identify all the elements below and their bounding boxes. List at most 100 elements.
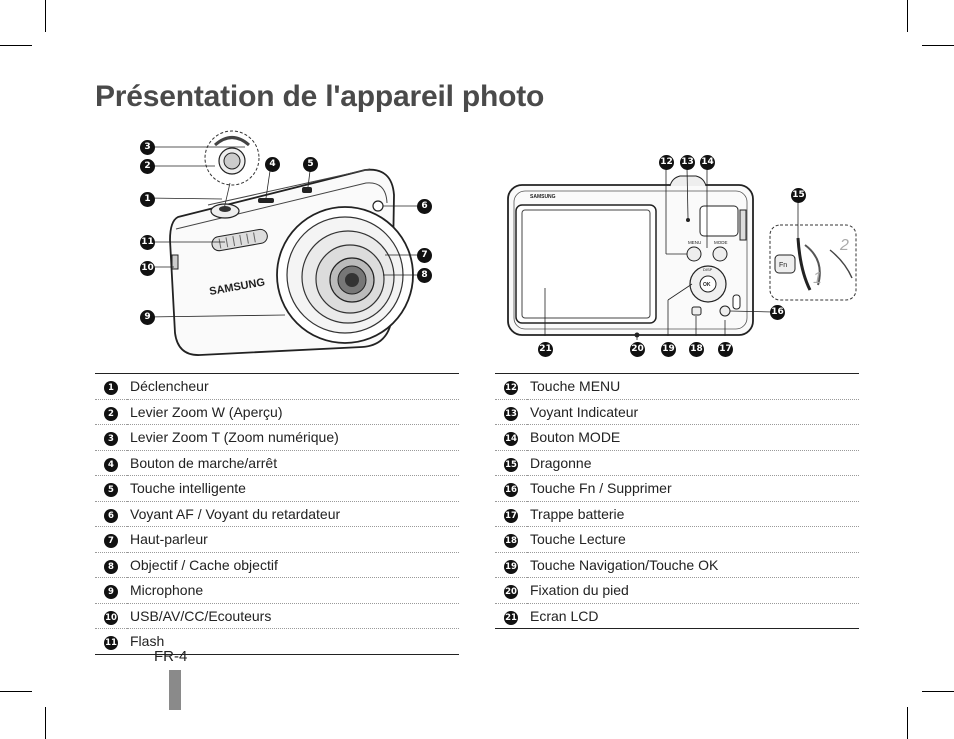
legend-label: Touche Lecture	[527, 526, 859, 553]
legend-label: Objectif / Cache objectif	[127, 552, 459, 578]
legend-back-body: 12 Touche MENU 13 Voyant Indicateur 14 Bout…	[495, 373, 859, 629]
fn-label: Fn	[779, 262, 787, 269]
legend-number: 4	[104, 457, 118, 472]
callout-21: 21	[538, 342, 553, 357]
table-row: 3 Levier Zoom T (Zoom numérique)	[95, 424, 459, 451]
disp-label: DISP	[703, 267, 713, 272]
callout-15: 15	[791, 188, 806, 203]
legend-label: Touche intelligente	[127, 475, 459, 502]
legend-label: Haut-parleur	[127, 526, 459, 553]
table-row: 21 Ecran LCD	[495, 603, 859, 629]
legend-number: 7	[104, 534, 118, 549]
legend-label: Voyant AF / Voyant du retardateur	[127, 501, 459, 527]
callout-20: 20	[630, 342, 645, 357]
legend-label: Touche Navigation/Touche OK	[527, 552, 859, 578]
crop-mark	[0, 691, 32, 692]
legend-number: 8	[104, 559, 118, 574]
legend-number: 15	[504, 457, 518, 472]
callout-10: 10	[140, 261, 155, 276]
callout-16: 16	[770, 305, 785, 320]
legend-label: Touche MENU	[527, 373, 859, 400]
crop-mark	[922, 691, 954, 692]
callout-1: 1	[140, 192, 155, 207]
legend-number: 14	[504, 432, 518, 447]
callout-12: 12	[659, 155, 674, 170]
legend-label: Flash	[127, 628, 459, 655]
table-row: 1 Déclencheur	[95, 373, 459, 400]
legend-label: Voyant Indicateur	[527, 399, 859, 425]
legend-label: Levier Zoom W (Aperçu)	[127, 399, 459, 425]
legend-number: 6	[104, 508, 118, 523]
legend-number: 18	[504, 534, 518, 549]
crop-mark	[45, 707, 46, 739]
legend-label: Ecran LCD	[527, 603, 859, 629]
legend-label: Dragonne	[527, 450, 859, 476]
legend-number: 12	[504, 381, 518, 396]
callout-8: 8	[417, 268, 432, 283]
strap-step-2: 2	[839, 237, 849, 254]
callout-3: 3	[140, 140, 155, 155]
table-row: 17 Trappe batterie	[495, 501, 859, 527]
camera-front-illustration: SAMSUNG	[146, 130, 417, 356]
legend-label: Levier Zoom T (Zoom numérique)	[127, 424, 459, 451]
table-row: 2 Levier Zoom W (Aperçu)	[95, 399, 459, 425]
legend-label: Déclencheur	[127, 373, 459, 400]
crop-mark	[907, 0, 908, 32]
legend-number: 1	[104, 381, 118, 396]
callout-14: 14	[700, 155, 715, 170]
legend-table-back: 12 Touche MENU 13 Voyant Indicateur 14 Bout…	[495, 373, 859, 629]
legend-number: 16	[504, 483, 518, 498]
callout-17: 17	[718, 342, 733, 357]
crop-mark	[45, 0, 46, 32]
table-row: 11 Flash	[95, 628, 459, 655]
legend-label: Bouton de marche/arrêt	[127, 450, 459, 476]
legend-number: 9	[104, 585, 118, 600]
legend-number: 17	[504, 508, 518, 523]
crop-mark	[0, 45, 32, 46]
legend-number: 5	[104, 483, 118, 498]
crop-mark	[922, 45, 954, 46]
legend-label: USB/AV/CC/Ecouteurs	[127, 603, 459, 629]
ok-label: OK	[703, 282, 711, 288]
table-row: 5 Touche intelligente	[95, 475, 459, 502]
strap-step-1: 1	[813, 270, 822, 287]
legend-number: 21	[504, 610, 518, 625]
table-row: 9 Microphone	[95, 577, 459, 604]
legend-number: 19	[504, 559, 518, 574]
table-row: 19 Touche Navigation/Touche OK	[495, 552, 859, 578]
callout-6: 6	[417, 199, 432, 214]
legend-number: 20	[504, 585, 518, 600]
page-number: FR-4	[154, 648, 188, 665]
table-row: 10 USB/AV/CC/Ecouteurs	[95, 603, 459, 629]
page-title: Présentation de l'appareil photo	[95, 80, 545, 113]
callout-19: 19	[661, 342, 676, 357]
callout-11: 11	[140, 235, 155, 250]
table-row: 6 Voyant AF / Voyant du retardateur	[95, 501, 459, 527]
legend-label: Touche Fn / Supprimer	[527, 475, 859, 502]
table-row: 12 Touche MENU	[495, 373, 859, 400]
menu-label: MENU	[688, 240, 701, 245]
table-row: 18 Touche Lecture	[495, 526, 859, 553]
brand-logo: SAMSUNG	[530, 194, 556, 200]
table-row: 14 Bouton MODE	[495, 424, 859, 451]
table-row: 7 Haut-parleur	[95, 526, 459, 553]
callout-2: 2	[140, 159, 155, 174]
page-tab-marker	[169, 670, 181, 710]
legend-label: Bouton MODE	[527, 424, 859, 451]
legend-label: Trappe batterie	[527, 501, 859, 527]
mode-label: MODE	[714, 240, 728, 245]
callout-18: 18	[689, 342, 704, 357]
legend-front-body: 1 Déclencheur 2 Levier Zoom W (Aperçu) 3 Le…	[95, 373, 459, 655]
legend-number: 2	[104, 406, 118, 421]
legend-label: Microphone	[127, 577, 459, 604]
legend-number: 10	[104, 610, 118, 625]
table-row: 4 Bouton de marche/arrêt	[95, 450, 459, 476]
legend-number: 11	[104, 636, 118, 651]
legend-number: 13	[504, 406, 518, 421]
legend-number: 3	[104, 432, 118, 447]
table-row: 13 Voyant Indicateur	[495, 399, 859, 425]
callout-13: 13	[680, 155, 695, 170]
table-row: 16 Touche Fn / Supprimer	[495, 475, 859, 502]
crop-mark	[907, 707, 908, 739]
